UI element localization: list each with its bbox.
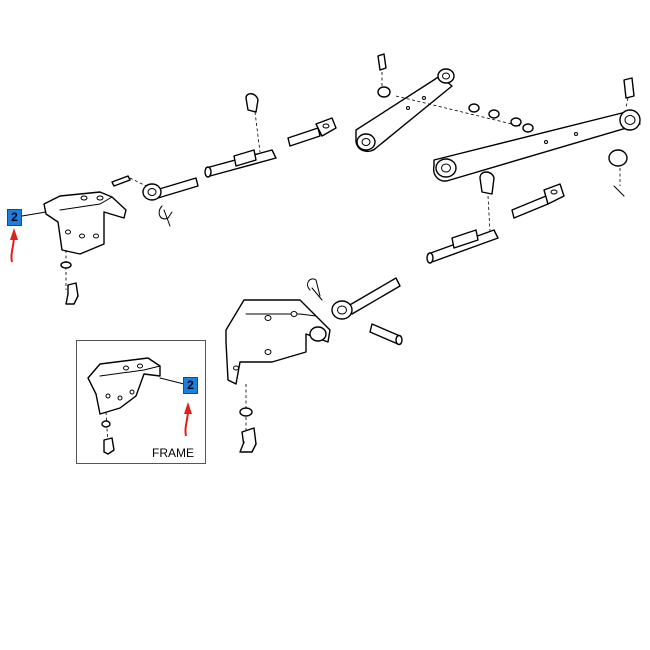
center-mounting-bracket [225, 299, 331, 385]
bushing [377, 86, 391, 98]
clevis-lower [511, 183, 565, 219]
callout-2-upper[interactable]: 2 [7, 209, 22, 226]
red-arrow-inset [184, 402, 192, 437]
telescopic-rod-lower [426, 229, 499, 264]
upper-arm [355, 68, 455, 153]
retaining-clip [245, 93, 259, 113]
nut [510, 117, 522, 127]
red-arrow-upper [10, 228, 18, 263]
split-pin [613, 185, 625, 197]
pin-right [623, 77, 635, 99]
inset-washer [101, 420, 111, 428]
ball-joint-right [608, 149, 628, 167]
nut [468, 103, 480, 113]
pin [111, 175, 131, 187]
inset-bolt [103, 437, 115, 455]
pin-center [369, 323, 403, 346]
lower-arm [433, 109, 641, 182]
inset-bracket [87, 357, 161, 415]
washer-lower [239, 407, 253, 417]
frame-inset-label: FRAME [152, 446, 194, 460]
retaining-clip-lower [479, 171, 495, 195]
callout-2-inset[interactable]: 2 [183, 377, 198, 394]
telescopic-rod-upper [204, 149, 277, 178]
clevis-upper [287, 117, 337, 147]
lift-rod-left [142, 177, 199, 201]
lynch-pin [158, 205, 173, 227]
pin-top [377, 53, 387, 71]
nut [488, 109, 500, 119]
left-mounting-bracket [43, 191, 127, 255]
nut [522, 123, 534, 133]
bolt-lower [239, 427, 257, 453]
bolt [65, 282, 79, 305]
washer [60, 261, 72, 269]
frame-inset [76, 340, 206, 464]
lift-rod-center [331, 277, 401, 320]
lynch-pin-center [307, 278, 323, 301]
